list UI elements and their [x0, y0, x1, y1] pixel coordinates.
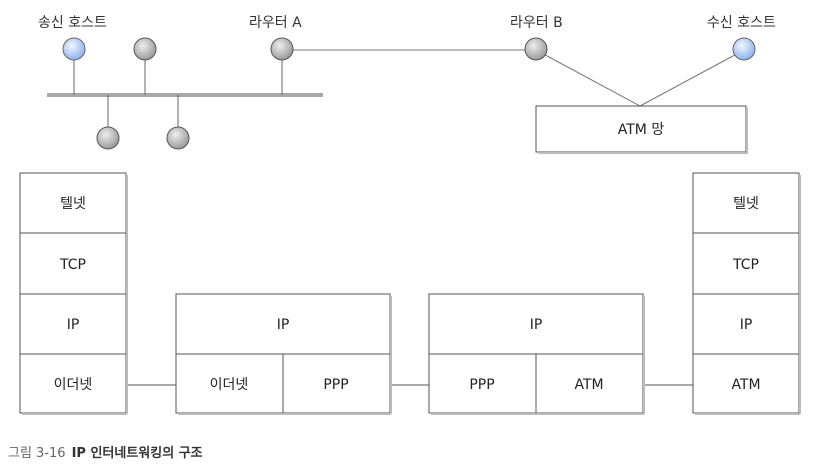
sender-layer-network: IP — [67, 317, 80, 333]
sender-host-node — [62, 37, 86, 61]
lan-host-node — [166, 126, 190, 150]
router-b-stack: IP PPP ATM — [428, 293, 645, 415]
figure-caption: 그림 3-16 IP 인터네트워킹의 구조 — [8, 442, 203, 461]
router-b-layer-link-right: ATM — [574, 377, 603, 393]
lan-host-node — [96, 126, 120, 150]
sender-layer-transport: TCP — [59, 257, 86, 273]
router-b-layer-network: IP — [530, 317, 543, 333]
sender-layer-app: 텔넷 — [60, 196, 86, 212]
router-a-label: 라우터 A — [249, 15, 302, 31]
router-b-layer-link-left: PPP — [469, 377, 494, 393]
figure-title: IP 인터네트워킹의 구조 — [71, 446, 203, 461]
router-a-node — [270, 37, 294, 61]
atm-link-receiver — [639, 49, 745, 107]
internetworking-diagram: 송신 호스트 라우터 A 라우터 B 수신 호스트 ATM 망 텔넷 TCP I… — [19, 15, 801, 415]
sender-stack: 텔넷 TCP IP 이더넷 — [19, 172, 128, 415]
receiver-host-node — [732, 37, 756, 61]
router-b-label: 라우터 B — [510, 15, 563, 31]
sender-host-label: 송신 호스트 — [38, 15, 107, 31]
receiver-layer-network: IP — [740, 317, 753, 333]
receiver-host-label: 수신 호스트 — [707, 15, 776, 31]
receiver-layer-link: ATM — [731, 377, 760, 393]
atm-network-label: ATM 망 — [618, 122, 665, 138]
router-a-layer-link-right: PPP — [323, 377, 348, 393]
atm-link-b — [535, 49, 641, 107]
sender-layer-link: 이더넷 — [54, 377, 93, 393]
router-a-layer-network: IP — [277, 317, 290, 333]
router-a-stack: IP 이더넷 PPP — [175, 293, 392, 415]
figure-number: 그림 3-16 — [8, 446, 66, 461]
receiver-layer-app: 텔넷 — [733, 196, 759, 212]
lan-host-node — [133, 37, 157, 61]
router-b-node — [524, 37, 548, 61]
receiver-layer-transport: TCP — [732, 257, 759, 273]
router-a-layer-link-left: 이더넷 — [210, 377, 249, 393]
receiver-stack: 텔넷 TCP IP ATM — [692, 172, 801, 415]
